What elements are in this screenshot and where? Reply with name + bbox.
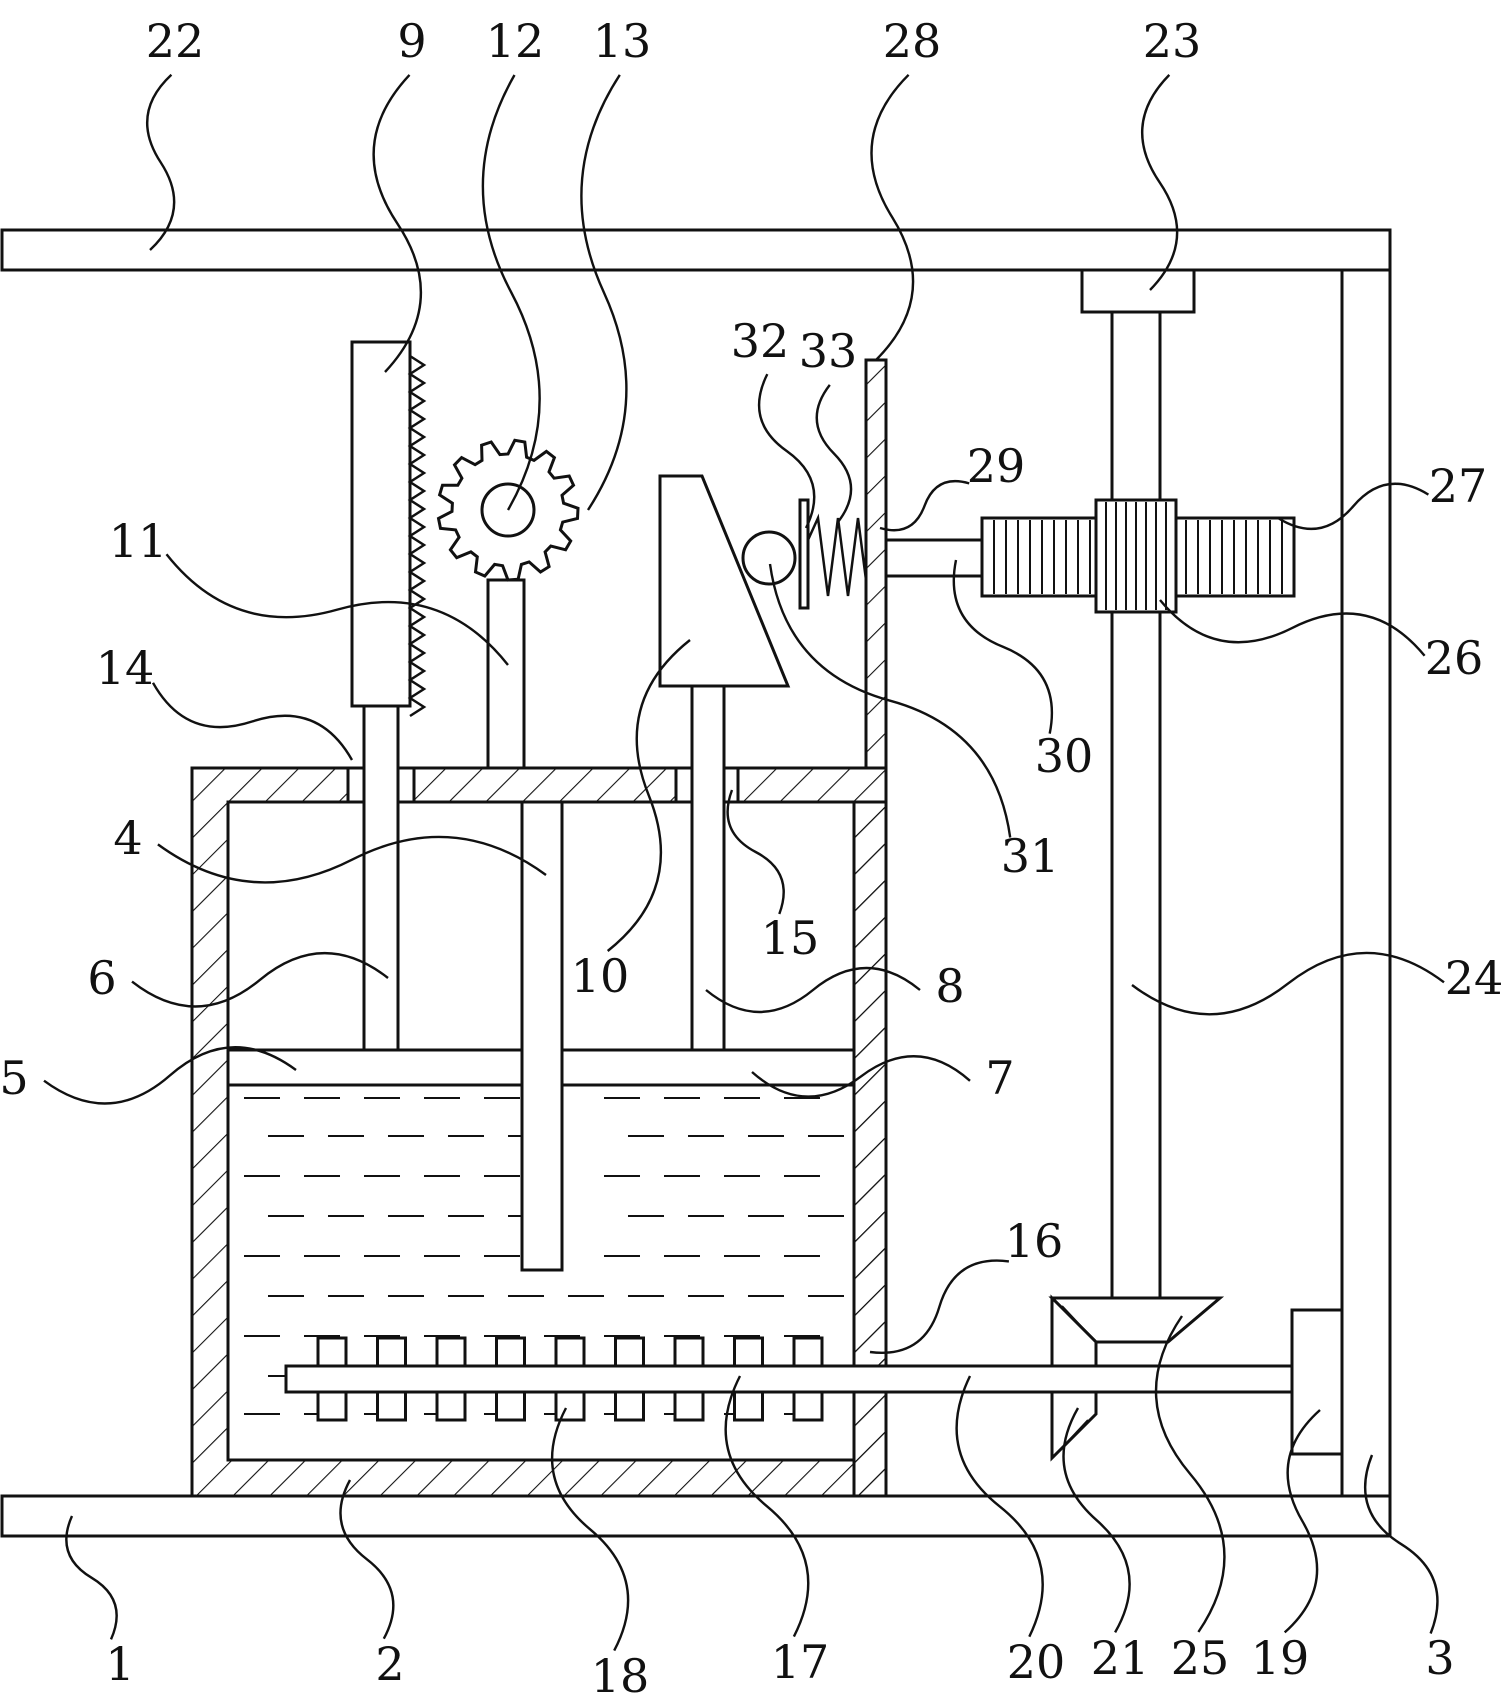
leader-29 [880, 481, 969, 530]
rod-left [364, 706, 398, 1050]
leader-24 [1132, 953, 1444, 1014]
leader-22 [147, 75, 174, 250]
stirrer-blade-bottom [794, 1392, 822, 1420]
callout-26: 26 [1425, 631, 1484, 685]
callout-6: 6 [87, 951, 116, 1005]
callout-9: 9 [397, 14, 426, 68]
callout-27: 27 [1429, 459, 1488, 513]
leader-8 [706, 968, 920, 1012]
leader-15 [728, 790, 784, 914]
motor [1082, 270, 1194, 312]
roller [743, 532, 795, 584]
stirrer-blade-top [497, 1338, 525, 1366]
stirrer-blade-top [378, 1338, 406, 1366]
stirrer-blade-bottom [556, 1392, 584, 1420]
callout-24: 24 [1445, 951, 1504, 1005]
callout-15: 15 [761, 911, 820, 965]
callout-14: 14 [96, 641, 155, 695]
callout-25: 25 [1171, 1631, 1230, 1685]
leader-6 [132, 953, 388, 1006]
leader-11 [167, 554, 509, 665]
leader-28 [871, 75, 913, 360]
rod-right [692, 686, 724, 1050]
callout-22: 22 [146, 14, 205, 68]
rack-teeth [410, 356, 424, 716]
leader-25 [1156, 1316, 1224, 1632]
right-column [1342, 270, 1390, 1496]
callout-19: 19 [1251, 1631, 1310, 1685]
callout-31: 31 [1001, 829, 1060, 883]
stirrer-blade-top [437, 1338, 465, 1366]
callout-21: 21 [1091, 1631, 1150, 1685]
leader-9 [374, 75, 421, 372]
horizontal-shaft [286, 1366, 1292, 1392]
leader-16 [870, 1261, 1009, 1353]
callout-11: 11 [109, 514, 168, 568]
callout-23: 23 [1143, 14, 1202, 68]
callout-8: 8 [935, 959, 964, 1013]
gear-post [488, 580, 524, 768]
top-plate [2, 230, 1390, 270]
callout-30: 30 [1035, 729, 1094, 783]
callout-1: 1 [105, 1637, 134, 1691]
callout-4: 4 [113, 811, 142, 865]
callout-12: 12 [486, 14, 545, 68]
spring-plate [800, 500, 808, 608]
stirrer-blade-top [675, 1338, 703, 1366]
callout-20: 20 [1007, 1635, 1066, 1689]
callout-18: 18 [591, 1649, 650, 1696]
stirrer-blade-bottom [318, 1392, 346, 1420]
stirrer-blade-bottom [616, 1392, 644, 1420]
callout-13: 13 [593, 14, 652, 68]
callout-17: 17 [771, 1635, 830, 1689]
rack-body [352, 342, 410, 706]
stirrer-blade-top [318, 1338, 346, 1366]
stirrer-blade-bottom [378, 1392, 406, 1420]
callout-29: 29 [967, 439, 1026, 493]
callout-3: 3 [1425, 1631, 1454, 1685]
stirrer-blade-top [794, 1338, 822, 1366]
stirrer-blade-bottom [437, 1392, 465, 1420]
stirrer-blade-bottom [497, 1392, 525, 1420]
callout-2: 2 [375, 1637, 404, 1691]
push-rod [886, 540, 982, 576]
vertical-plate [866, 360, 886, 768]
leader-13 [581, 75, 626, 510]
callout-16: 16 [1005, 1214, 1064, 1268]
callout-32: 32 [731, 314, 790, 368]
leader-14 [153, 683, 352, 760]
worm-gear-lines [1106, 502, 1166, 610]
base-plate [2, 1496, 1390, 1536]
stirrer-blade-top [616, 1338, 644, 1366]
stirrer-blade-bottom [735, 1392, 763, 1420]
leader-33 [817, 385, 851, 522]
callout-7: 7 [985, 1051, 1014, 1105]
spring [808, 518, 866, 596]
vertical-shaft [1112, 312, 1160, 1314]
stirrer-blade-bottom [675, 1392, 703, 1420]
callout-10: 10 [571, 949, 630, 1003]
stirrer-blade-top [735, 1338, 763, 1366]
stirrer-blade-top [556, 1338, 584, 1366]
callout-28: 28 [883, 14, 942, 68]
callout-5: 5 [0, 1051, 29, 1105]
callout-33: 33 [799, 324, 858, 378]
